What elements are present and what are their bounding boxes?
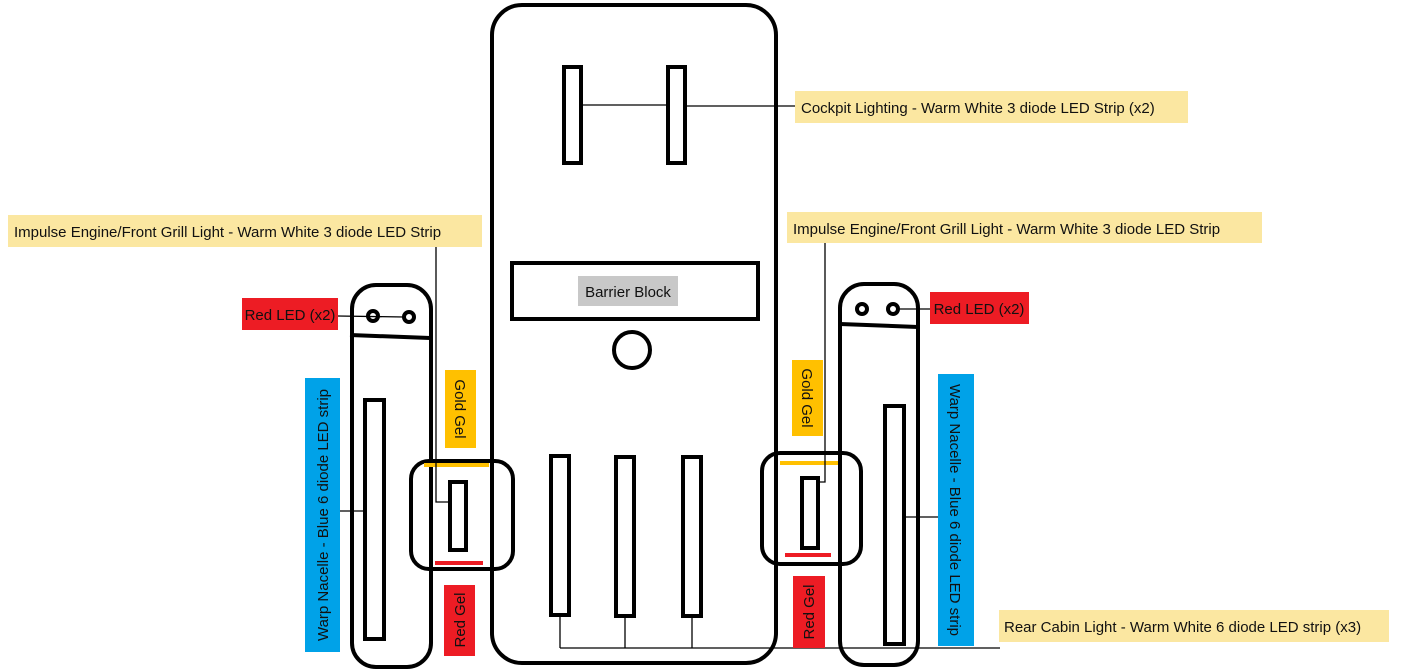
impulse-right-label: Impulse Engine/Front Grill Light - Warm … [787,212,1262,243]
barrier-block-label-text: Barrier Block [585,284,671,301]
cockpit-label-bg [795,91,1188,123]
rear-cabin-label: Rear Cabin Light - Warm White 6 diode LE… [999,610,1389,642]
gold-gel-right-label: Gold Gel [792,360,823,436]
red-led-left-label: Red LED (x2) [242,298,338,330]
rear-cabin-led-strip-3 [681,455,703,618]
warp-left-label-bg [305,378,340,652]
gold-gel-right-label-text: Gold Gel [798,368,815,427]
impulse-right-label-bg [787,212,1262,243]
impulse-right-label-text: Impulse Engine/Front Grill Light - Warm … [793,221,1220,238]
rear-cabin-led-strip-1 [549,454,571,617]
rear-cabin-led-strip-2 [614,455,636,618]
left-impulse-leader [435,247,450,503]
left-impulse-housing [409,459,515,571]
right-nacelle-outline [838,282,920,667]
red-gel-right-label-text: Red Gel [801,584,818,639]
warp-left-label: Warp Nacelle - Blue 6 diode LED strip [305,378,340,652]
left-nacelle-outline [350,283,433,669]
rear-cabin-label-text: Rear Cabin Light - Warm White 6 diode LE… [1004,619,1361,636]
left-impulse-led-strip [448,480,468,552]
red-led-right-label-bg [930,292,1029,324]
gold-gel-left-label-bg [445,370,476,448]
barrier-block-outline [510,261,760,321]
warp-right-label-bg [938,374,974,646]
impulse-left-label: Impulse Engine/Front Grill Light - Warm … [8,215,482,247]
barrier-block-label: Barrier Block [578,276,678,306]
right-impulse-led-strip [800,476,820,550]
center-hole [612,330,652,370]
left-warp-led-strip [363,398,386,641]
red-gel-left-label-text: Red Gel [452,592,469,647]
red-led-left-label-text: Red LED (x2) [245,307,336,324]
main-body-outline [490,3,778,665]
impulse-left-label-text: Impulse Engine/Front Grill Light - Warm … [14,224,441,241]
barrier-block-label-bg [578,276,678,306]
cockpit-led-strip-left [562,65,583,165]
cockpit-label-text: Cockpit Lighting - Warm White 3 diode LE… [801,100,1155,117]
right-nacelle-cap-line [839,322,919,329]
right-impulse-leader [818,243,826,483]
gold-gel-right-label-bg [792,360,823,436]
warp-right-label: Warp Nacelle - Blue 6 diode LED strip [938,374,974,646]
warp-left-label-text: Warp Nacelle - Blue 6 diode LED strip [315,389,332,641]
rear-cabin-label-bg [999,610,1389,642]
gold-gel-left-label: Gold Gel [445,370,476,448]
red-led-right-label: Red LED (x2) [930,292,1029,324]
right-impulse-housing [760,451,863,566]
left-red-led-leader [337,315,405,318]
right-red-led-2 [886,302,900,316]
red-led-left-label-bg [242,298,338,330]
right-warp-led-strip [883,404,906,646]
gold-gel-left-label-text: Gold Gel [451,379,468,438]
cockpit-led-strip-right [666,65,687,165]
red-gel-left-label: Red Gel [444,585,475,656]
left-nacelle-cap-line [349,333,431,340]
left-red-led-2 [402,310,416,324]
red-gel-right-label: Red Gel [793,576,825,648]
red-gel-left-label-bg [444,585,475,656]
cockpit-label: Cockpit Lighting - Warm White 3 diode LE… [795,91,1188,123]
warp-right-label-text: Warp Nacelle - Blue 6 diode LED strip [946,384,963,636]
impulse-left-label-bg [8,215,482,247]
right-red-led-1 [855,302,869,316]
red-gel-right-label-bg [793,576,825,648]
red-led-right-label-text: Red LED (x2) [934,301,1025,318]
